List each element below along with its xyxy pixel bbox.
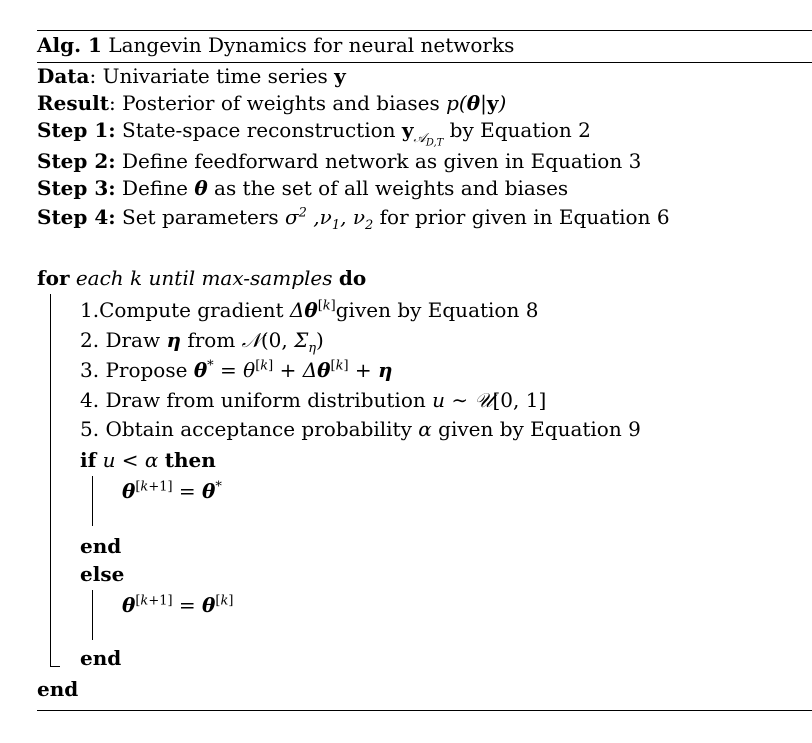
end-if-keyword: end [80,534,122,558]
title-rule [37,62,812,63]
if-body: θ[k+1] = θ* [122,478,222,504]
step-4-label: Step 4: [37,205,116,229]
step-3-math: θ [194,176,208,200]
loop-step-2: 2. Draw η from 𝒩(0, Ση) [80,327,324,356]
top-rule [37,30,812,31]
then-keyword: then [164,448,216,472]
if-keyword: if [80,448,97,472]
step-3: Step 3: Define θ as the set of all weigh… [37,175,568,201]
end-else-keyword: end [80,646,122,670]
if-condition: u < α [102,448,159,472]
result-line: Result: Posterior of weights and biases … [37,90,506,116]
do-keyword: do [338,266,367,290]
for-keyword: for [37,266,70,290]
end-else-line: end [80,645,121,671]
step-1-tail: by Equation 2 [443,118,591,142]
step-2-label: Step 2: [37,149,116,173]
result-label: Result [37,91,109,115]
data-text: : Univariate time series [89,64,335,88]
result-text: : Posterior of weights and biases [108,91,447,115]
end-for-line: end [37,676,78,702]
end-if-line: end [80,533,121,559]
algorithm-title: Langevin Dynamics for neural networks [108,33,515,57]
loop-step-3: 3. Propose θ* = θ[k] + Δθ[k] + η [80,357,393,383]
step-1-text: State-space reconstruction [115,118,402,142]
if-line: if u < α then [80,447,216,473]
loop-step-5: 5. Obtain acceptance probability α given… [80,416,641,442]
loop-step-5-text: 5. Obtain acceptance probability α given… [80,417,641,441]
bottom-rule [37,710,812,711]
loop-step-4-text: 4. Draw from uniform distribution u ∼ 𝒰[… [80,388,547,412]
step-4-tail: for prior given in Equation 6 [373,205,670,229]
result-math: p(θ|y) [446,91,507,115]
else-body: θ[k+1] = θ[k] [122,592,233,618]
loop-step-3-text: 3. Propose θ* = θ[k] + Δθ[k] + η [80,358,393,382]
if-body-text: θ[k+1] = θ* [122,479,222,503]
step-4: Step 4: Set parameters σ2 ,ν1, ν2 for pr… [37,204,670,233]
else-block-bar [92,590,93,640]
step-1: Step 1: State-space reconstruction y𝒜D,T… [37,117,591,149]
if-block-bar [92,476,93,526]
step-2-text: Define feedforward network as given in E… [115,149,642,173]
algorithm-label: Alg. 1 [37,33,102,57]
step-3-tail: as the set of all weights and biases [207,176,569,200]
data-line: Data: Univariate time series y [37,63,346,89]
for-block-foot [50,666,60,667]
end-for-keyword: end [37,677,79,701]
for-line: for each k until max-samples do [37,265,366,291]
loop-step-1: 1.Compute gradient Δθ[k]given by Equatio… [80,297,538,323]
algorithm-title-line: Alg. 1 Langevin Dynamics for neural netw… [37,32,514,58]
step-3-text: Define [115,176,195,200]
for-block-bar [50,294,51,666]
step-1-math: y [401,118,414,142]
data-label: Data [37,64,90,88]
else-line: else [80,561,124,587]
step-3-label: Step 3: [37,176,116,200]
step-1-label: Step 1: [37,118,116,142]
loop-step-1-text: 1.Compute gradient Δθ[k]given by Equatio… [80,298,539,322]
step-2: Step 2: Define feedforward network as gi… [37,148,641,174]
loop-step-4: 4. Draw from uniform distribution u ∼ 𝒰[… [80,387,546,413]
step-4-math: σ2 ,ν1, ν2 [285,205,374,233]
step-1-sub: 𝒜D,T [413,131,444,149]
step-4-text: Set parameters [115,205,286,229]
else-body-text: θ[k+1] = θ[k] [122,593,234,617]
data-symbol: y [334,64,346,88]
else-keyword: else [80,562,125,586]
for-condition: each k until max-samples [75,266,333,290]
loop-step-2-text: 2. Draw η from 𝒩(0, Ση) [80,328,324,356]
